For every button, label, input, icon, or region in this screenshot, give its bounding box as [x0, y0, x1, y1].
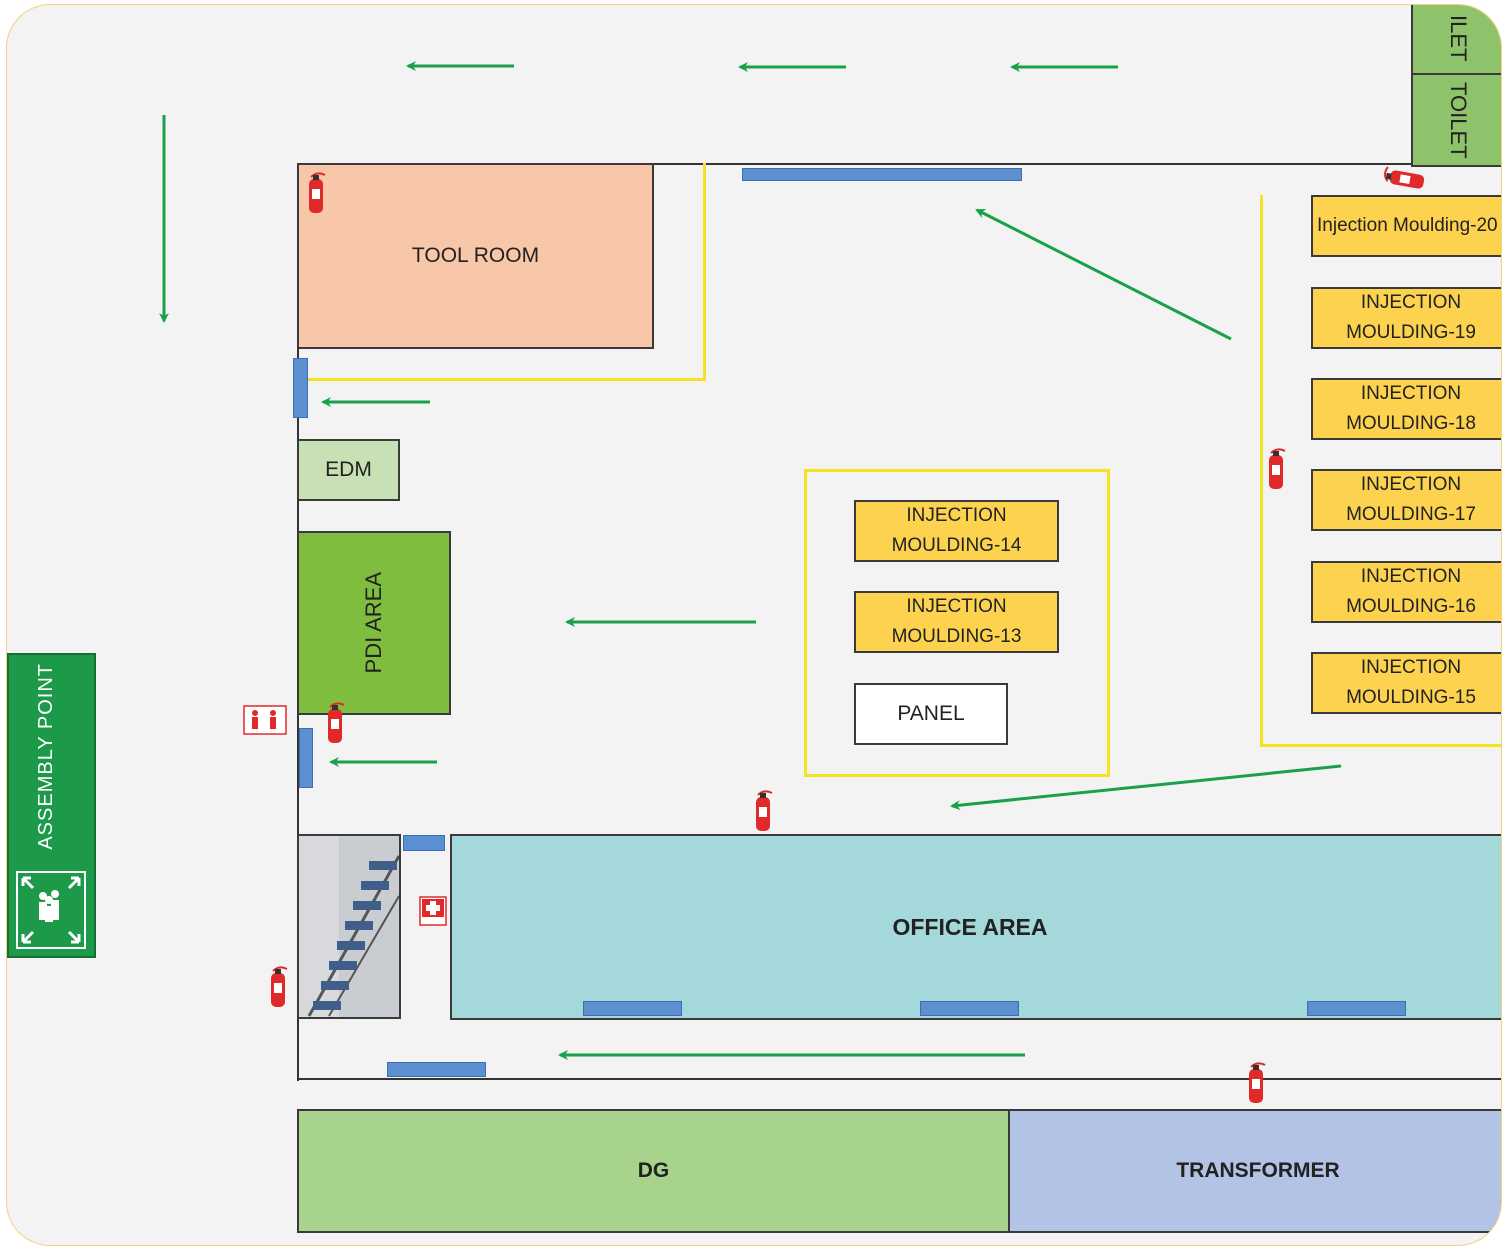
door-office-2 — [920, 1001, 1019, 1016]
fire-extinguisher-icon — [309, 172, 326, 213]
assembly-point-icon — [16, 871, 86, 949]
fire-extinguisher-icon — [328, 702, 345, 743]
staircase-icon — [299, 836, 399, 1017]
panel: PANEL — [854, 683, 1008, 745]
tool-room: TOOL ROOM — [297, 163, 654, 349]
exit-sign-icon — [243, 705, 287, 735]
door-office-3 — [1307, 1001, 1406, 1016]
tool-room-boundary-bottom — [307, 378, 706, 381]
injection-moulding-20: Injection Moulding-20 — [1311, 195, 1501, 257]
door-left-upper — [293, 358, 308, 418]
office-area: OFFICE AREA — [450, 834, 1501, 1020]
center-machine-zone — [804, 469, 1110, 777]
exit-route-arrow-icon — [975, 208, 1232, 341]
dg-room: DG — [297, 1109, 1010, 1233]
fire-extinguisher-icon — [1384, 166, 1425, 189]
door-left-lower — [299, 728, 313, 788]
door-stair — [403, 835, 445, 851]
fire-extinguisher-icon — [756, 790, 773, 831]
right-zone-boundary-left — [1260, 195, 1263, 747]
assembly-point-sign: ASSEMBLY POINT — [7, 653, 96, 958]
first-aid-icon — [419, 896, 447, 926]
door-top — [742, 168, 1022, 181]
transformer-room: TRANSFORMER — [1008, 1109, 1501, 1233]
outer-wall-bottom — [297, 1078, 1501, 1080]
toilet-2: TOILET — [1411, 73, 1501, 167]
edm-room: EDM — [297, 439, 400, 501]
door-office-1 — [583, 1001, 682, 1016]
outer-wall-top — [297, 163, 1417, 165]
tool-room-boundary-right — [703, 163, 706, 381]
floor-plan: ASSEMBLY POINT ILET TOILET TOOL ROOM EDM… — [6, 4, 1502, 1246]
pdi-area: PDI AREA — [297, 531, 451, 715]
door-bottom — [387, 1062, 486, 1077]
exit-route-arrow-icon — [950, 764, 1342, 811]
right-zone-boundary-bottom — [1260, 744, 1501, 747]
fire-extinguisher-icon — [1269, 448, 1286, 489]
exit-route-arrows — [159, 61, 1342, 1060]
fire-extinguisher-icon — [1249, 1062, 1266, 1103]
fire-extinguisher-icon — [271, 966, 288, 1007]
staircase — [297, 834, 401, 1019]
